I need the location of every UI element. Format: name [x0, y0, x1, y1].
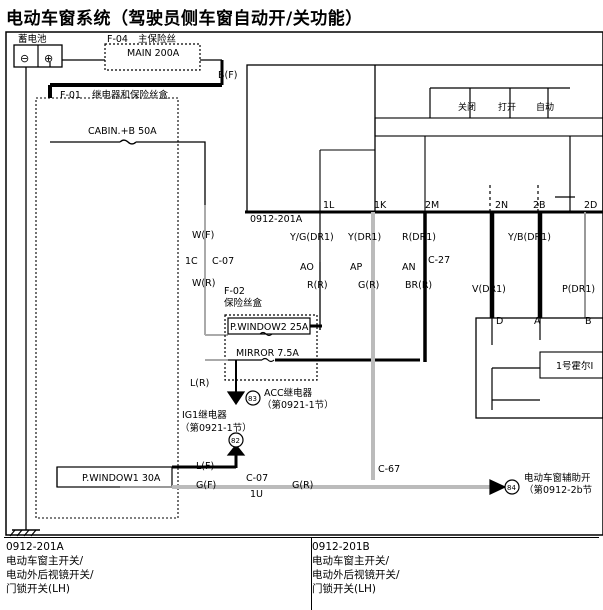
footer-a-line-2: 电动外后视镜开关/: [6, 569, 94, 581]
wire-wf: W(F): [192, 230, 214, 241]
wire-lr: L(R): [190, 378, 209, 389]
f02-name: 保险丝盒: [224, 297, 263, 309]
footer: 0912-201A 电动车窗主开关/ 电动外后视镜开关/ 门锁开关(LH) 09…: [4, 537, 599, 610]
wire-r-dr1: R(DR1): [402, 232, 436, 243]
wire-gr-bottom: G(R): [292, 480, 313, 491]
relay-fuse-box: [35, 97, 179, 519]
acc-relay-label: ACC继电器: [264, 387, 313, 399]
f04-name: 主保险丝: [138, 33, 176, 45]
ref-83: 83: [248, 395, 257, 403]
c67-label: C-67: [378, 464, 400, 475]
wire-wr: W(R): [192, 278, 215, 289]
ref-82: 82: [231, 437, 240, 445]
c07-top: C-07: [212, 256, 234, 267]
pin-1k: 1K: [374, 200, 387, 211]
f01-name: 继电器和保险丝盒: [92, 89, 169, 101]
pwindow1-fuse-label: P.WINDOW1 30A: [82, 473, 161, 484]
footer-a-line-3: 门锁开关(LH): [6, 583, 70, 595]
ref-circle-84: [504, 479, 520, 495]
ref-circle-83: [245, 390, 261, 406]
main-fuse-label: MAIN 200A: [127, 48, 180, 59]
wire-brr: BR(R): [405, 280, 432, 291]
diagram-frame: [5, 31, 603, 536]
acc-relay-section: （第0921-1节）: [262, 399, 334, 411]
ig1-relay-label: IG1继电器: [182, 409, 227, 421]
pin-2d: 2D: [584, 200, 597, 211]
wire-rr: R(R): [307, 280, 328, 291]
c07-bottom-pin: 1U: [250, 489, 263, 500]
wire-lf: L(F): [196, 461, 214, 472]
wire-bf: B(F): [218, 70, 237, 81]
motor-pin-d: D: [496, 316, 503, 327]
footer-connector-a: 0912-201A 电动车窗主开关/ 电动外后视镜开关/ 门锁开关(LH): [4, 538, 312, 610]
c07-bottom: C-07: [246, 473, 268, 484]
wire-p-dr1: P(DR1): [562, 284, 595, 295]
ig1-relay-section: （第0921-1节）: [180, 422, 252, 434]
battery-label: 蓄电池: [18, 33, 47, 45]
motor-pin-b: B: [585, 316, 592, 327]
cabin-fuse-label: CABIN.+B 50A: [88, 126, 157, 137]
wire-gf: G(F): [196, 480, 216, 491]
pin-an: AN: [402, 262, 416, 273]
f02-code: F-02: [224, 286, 245, 297]
wire-yg-dr1: Y/G(DR1): [289, 232, 334, 243]
c07-top-pin: 1C: [185, 256, 198, 267]
footer-a-line-1: 电动车窗主开关/: [6, 555, 84, 567]
battery-pos: ⊕: [44, 52, 53, 65]
switch-label-auto: 自动: [536, 101, 554, 113]
page-title: 电动车窗系统（驾驶员侧车窗自动开/关功能）: [6, 9, 363, 29]
battery-neg: ⊖: [20, 52, 29, 65]
footer-b-line-0: 0912-201B: [312, 541, 370, 553]
footer-b-line-3: 门锁开关(LH): [312, 583, 376, 595]
pin-ao: AO: [300, 262, 314, 273]
ref-84: 84: [507, 484, 516, 492]
mirror-fuse-label: MIRROR 7.5A: [236, 348, 299, 359]
pin-2m: 2M: [425, 200, 439, 211]
ref-circle-82: [228, 432, 244, 448]
wire-yb-dr1: Y/B(DR1): [507, 232, 551, 243]
pin-2n: 2N: [495, 200, 508, 211]
pin-2b: 2B: [533, 200, 546, 211]
wire-y-dr1: Y(DR1): [347, 232, 381, 243]
c27-label: C-27: [428, 255, 450, 266]
aux-switch-label: 电动车窗辅助开: [524, 472, 591, 484]
f04-code: F-04: [107, 34, 128, 45]
aux-switch-section: （第0912-2b节: [524, 484, 592, 496]
wire-v-dr1: V(DR1): [472, 284, 506, 295]
motor-pin-a: A: [534, 316, 541, 327]
pin-1l: 1L: [323, 200, 335, 211]
footer-b-line-2: 电动外后视镜开关/: [312, 569, 400, 581]
footer-connector-b: 0912-201B 电动车窗主开关/ 电动外后视镜开关/ 门锁开关(LH): [310, 538, 594, 610]
wire-gr: G(R): [358, 280, 379, 291]
pwindow2-fuse-label: P.WINDOW2 25A: [230, 322, 309, 333]
hall-sensor-label: 1号霍尔I: [556, 360, 593, 372]
footer-a-line-0: 0912-201A: [6, 541, 64, 553]
main-fuse-box: [104, 43, 201, 71]
f01-code: F-01: [60, 90, 81, 101]
switch-label-open: 打开: [498, 101, 516, 113]
connector-main-label: 0912-201A: [250, 214, 303, 225]
footer-b-line-1: 电动车窗主开关/: [312, 555, 390, 567]
pin-ap: AP: [350, 262, 362, 273]
switch-label-close: 关闭: [458, 101, 476, 113]
fuse-box-f02: [224, 314, 318, 381]
